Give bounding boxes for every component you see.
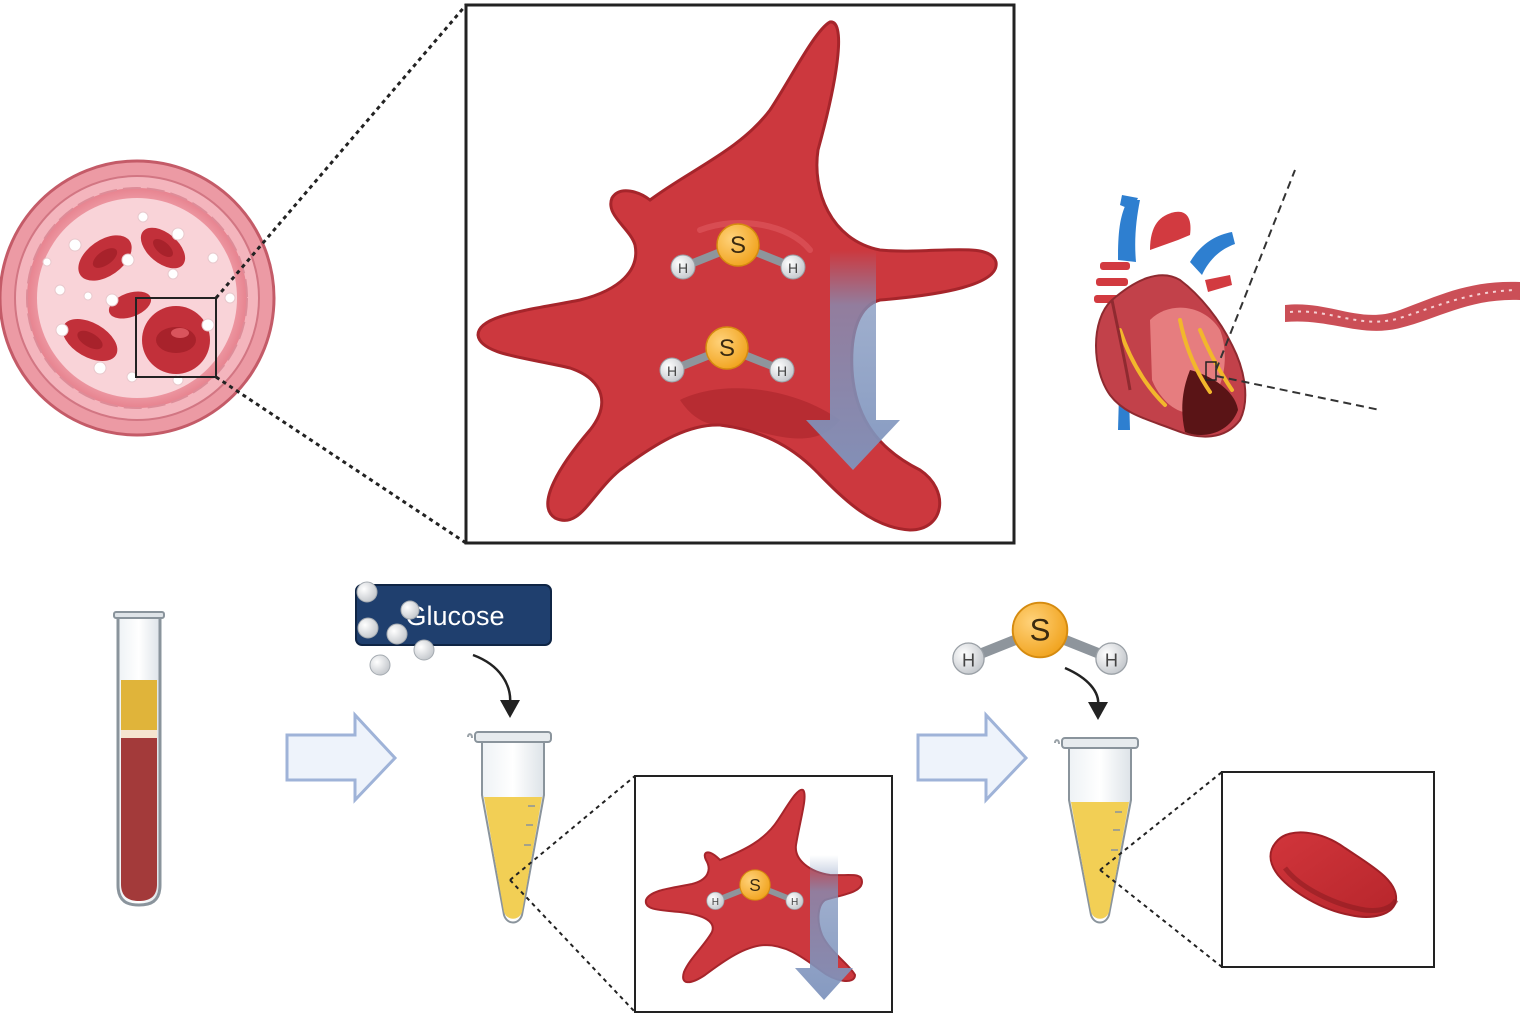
svg-text:H: H [1105, 650, 1118, 670]
svg-text:H: H [788, 260, 798, 276]
glucose-label: Glucose [405, 601, 504, 631]
blood-vessel-cross-section-icon [0, 159, 276, 437]
svg-text:H: H [791, 897, 798, 908]
svg-text:H: H [667, 363, 677, 379]
decrease-arrow-icon [795, 855, 853, 1000]
heart-icon [1094, 195, 1247, 438]
svg-text:S: S [719, 335, 735, 362]
flow-arrow [1064, 666, 1100, 707]
svg-text:S: S [749, 875, 761, 895]
microcentrifuge-tube-icon [1054, 737, 1139, 924]
svg-text:H: H [962, 650, 975, 670]
process-arrow-icon [916, 711, 1029, 804]
svg-text:H: H [678, 260, 688, 276]
flow-arrow [472, 653, 512, 706]
svg-text:H: H [777, 363, 787, 379]
echinocyte-cell-icon [476, 20, 998, 532]
zoom-line-top [1099, 771, 1223, 871]
svg-text:S: S [1030, 612, 1051, 647]
microcentrifuge-tube-icon [467, 731, 552, 924]
zoom-line-top [509, 775, 636, 881]
process-arrow-icon [285, 711, 398, 804]
hydrogen-sulfide-molecule-icon: S H H [671, 224, 805, 279]
blood-test-tube-icon [113, 611, 165, 907]
hydrogen-sulfide-molecule-icon: S H H [707, 870, 803, 910]
hydrogen-sulfide-molecule-icon: S H H [953, 603, 1127, 675]
zoom-line-bottom [509, 879, 636, 1013]
hydrogen-sulfide-molecule-icon: S H H [660, 327, 794, 382]
heart-zoom-line-bottom [1215, 375, 1381, 411]
normal-red-blood-cell-icon [1269, 831, 1399, 918]
zoom-line-bottom [215, 375, 467, 545]
glucose-molecules-icon [356, 581, 435, 676]
heart-zoom-line-top [1215, 169, 1296, 371]
decrease-arrow-icon [806, 250, 900, 470]
zoom-line-top [214, 4, 468, 299]
blood-stream-icon [1285, 281, 1520, 331]
zoom-line-bottom [1099, 869, 1223, 968]
svg-text:H: H [712, 897, 719, 908]
svg-text:S: S [730, 232, 746, 259]
